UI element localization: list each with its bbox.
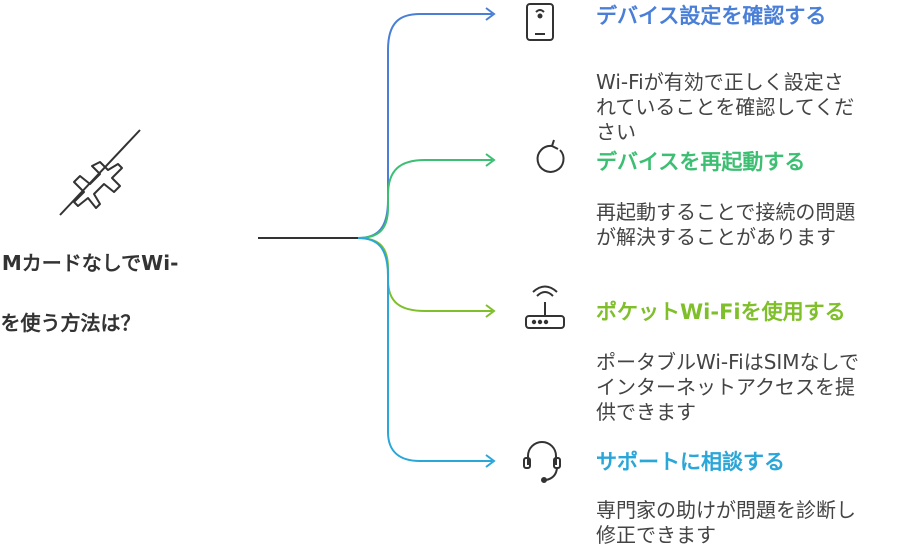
airplane-mode-off-icon [59,129,141,216]
branch-title-2: デバイスを再起動する [596,150,806,174]
branch-desc-3-line-3: 供できます [596,400,696,424]
branch-line-3 [357,237,492,312]
branch-arrow-3 [485,304,496,318]
router-icon [525,285,565,329]
branch-desc-3: ポータブルWi-FiはSIMなしで インターネットアクセスを提 供できます [596,350,921,425]
branch-desc-2: 再起動することで接続の問題 が解決することがあります [596,200,921,250]
smartphone-wifi-icon [526,3,554,41]
branch-desc-3-line-2: インターネットアクセスを提 [596,375,855,399]
branch-desc-1-line-3: さい [596,120,636,144]
branch-desc-3-line-1: ポータブルWi-FiはSIMなしで [596,350,859,374]
branch-line-1 [357,13,492,239]
branch-arrow-1 [485,7,496,21]
branch-desc-4: 専門家の助けが問題を診断し 修正できます [596,498,921,548]
branch-title-1: デバイス設定を確認する [596,4,827,28]
branch-desc-4-line-1: 専門家の助けが問題を診断し [596,498,856,522]
branch-desc-2-line-2: が解決することがあります [596,225,836,249]
branch-desc-2-line-1: 再起動することで接続の問題 [596,200,856,224]
branch-line-4 [357,237,492,462]
branch-desc-1-line-1: Wi-Fiが有効で正しく設定さ [596,70,844,94]
restart-icon [536,139,565,173]
root-title: SIMカードなしでWi- Fiを使う方法は？ [0,218,240,338]
branch-line-2 [357,159,492,239]
branch-desc-1-line-2: れていることを確認してくだ [596,95,855,119]
branch-title-4: サポートに相談する [596,450,785,474]
root-title-line-2: Fiを使う方法は？ [0,311,141,335]
headset-icon [523,441,561,483]
branch-arrow-2 [485,153,496,167]
branch-desc-1: Wi-Fiが有効で正しく設定さ れていることを確認してくだ さい [596,70,921,145]
branch-title-3: ポケットWi-Fiを使用する [596,300,846,324]
branch-desc-4-line-2: 修正できます [596,523,716,547]
branch-arrow-4 [485,454,496,468]
root-title-line-1: SIMカードなしでWi- [0,251,179,275]
